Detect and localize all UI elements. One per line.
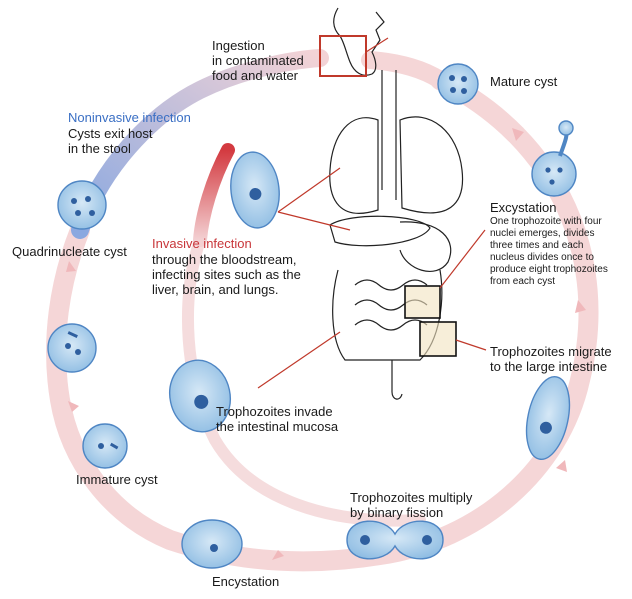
invasive-pointer-lungs [277, 167, 341, 213]
anatomy [329, 7, 464, 400]
invasive-arc [193, 143, 235, 247]
invasive-title: Invasive infection [152, 236, 252, 251]
nucleus [461, 76, 467, 82]
esophagus [381, 70, 397, 200]
large-intestine-box [419, 321, 457, 357]
arrow-4 [272, 550, 284, 560]
noninvasive-text: Cysts exit host in the stool [68, 126, 153, 156]
cycle-ring [46, 70, 599, 572]
bloodstream-trophozoite [230, 151, 280, 229]
top-arc [361, 51, 449, 89]
immature-cyst [82, 423, 128, 469]
excysting-cyst [531, 120, 577, 197]
migrate-pointer [455, 339, 487, 351]
arrow-6 [66, 261, 76, 272]
arrow-1 [512, 128, 524, 141]
stomach [399, 221, 452, 272]
quadrinucleate-label: Quadrinucleate cyst [12, 244, 127, 259]
pointer-lines [257, 37, 487, 389]
encysting-trophozoite [181, 519, 243, 569]
invasive-pointer-liver [277, 211, 351, 231]
liver [329, 215, 431, 247]
invade-label: Trophozoites invade the intestinal mucos… [216, 404, 339, 434]
invade-pointer [257, 331, 341, 389]
inner-loop [182, 234, 426, 527]
binucleate-cyst [47, 323, 97, 373]
mouth-highlight-box [319, 35, 367, 77]
encystation-label: Encystation [212, 574, 280, 589]
nucleus [449, 75, 455, 81]
excystation-text: One trophozoite with four nuclei emerges… [490, 216, 608, 287]
excystation-box [404, 285, 441, 319]
mature-cyst-label: Mature cyst [490, 74, 558, 89]
nucleus [461, 88, 467, 94]
arrow-3 [556, 460, 567, 472]
ingestion-pointer [365, 37, 389, 53]
cycle-arrows [66, 128, 586, 560]
multiply-label: Trophozoites multiply by binary fission [350, 490, 473, 520]
arrow-2 [575, 300, 586, 313]
noninvasive-arc [71, 49, 329, 239]
nucleus [450, 87, 456, 93]
arrow-5 [68, 401, 79, 412]
immature-cyst-label: Immature cyst [76, 472, 158, 487]
excystation-title: Excystation [490, 200, 557, 215]
mature-cyst [437, 63, 479, 105]
excystation-pointer [439, 229, 486, 289]
cells [47, 63, 577, 569]
invading-trophozoite [169, 359, 231, 433]
quadrinucleate-cyst [57, 180, 107, 230]
ingestion-label: Ingestion in contaminated food and water [212, 38, 304, 83]
large-intestine [332, 269, 443, 361]
noninvasive-title: Noninvasive infection [68, 110, 191, 125]
migrate-label: Trophozoites migrate to the large intest… [490, 344, 612, 374]
rectum [391, 360, 403, 400]
invasive-text: through the bloodstream, infecting sites… [152, 252, 301, 297]
migrating-trophozoite [525, 376, 571, 460]
left-lung [329, 117, 379, 214]
head-outline [333, 7, 385, 76]
dividing-trophozoites [346, 520, 444, 560]
right-lung [399, 116, 464, 214]
